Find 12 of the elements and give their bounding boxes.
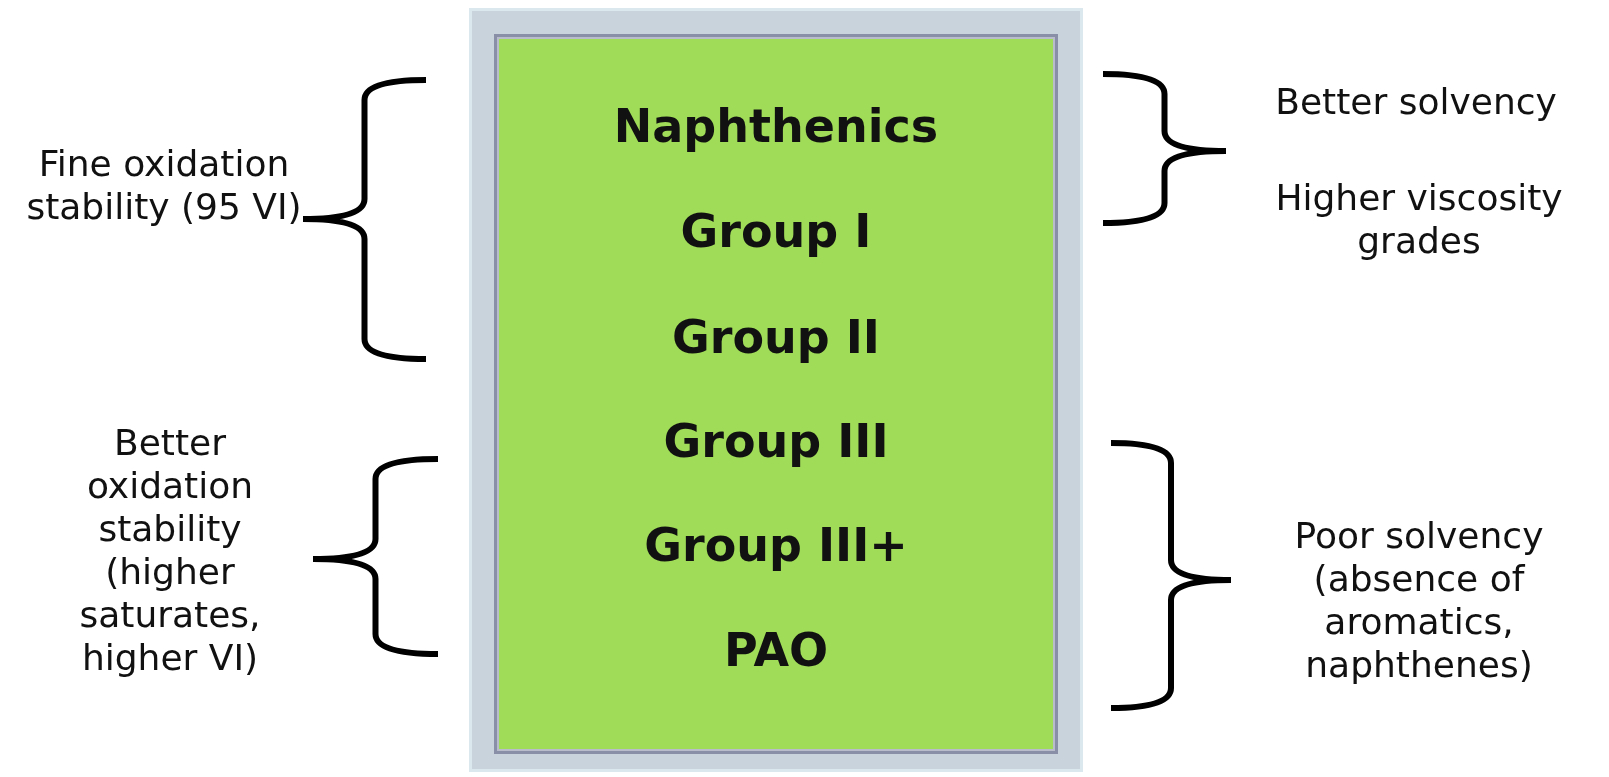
annotation-text: Better solvency <box>1274 80 1558 123</box>
category-label: Group III <box>663 414 889 468</box>
category-label: Group II <box>672 310 880 364</box>
category-label: Group I <box>680 204 872 258</box>
annotation-text: Higher viscosity grades <box>1274 176 1564 262</box>
category-label: PAO <box>723 623 829 677</box>
annotation-text: Fine oxidation stability (95 VI) <box>25 142 303 228</box>
annotation-text: Poor solvency (absence of aromatics, naphthenes) <box>1293 514 1545 686</box>
category-label: Naphthenics <box>613 99 939 153</box>
list-panel <box>469 8 1083 772</box>
annotation-text: Better oxidation stability (higher saturates, higher VI) <box>78 421 262 679</box>
category-label: Group III+ <box>644 518 908 572</box>
